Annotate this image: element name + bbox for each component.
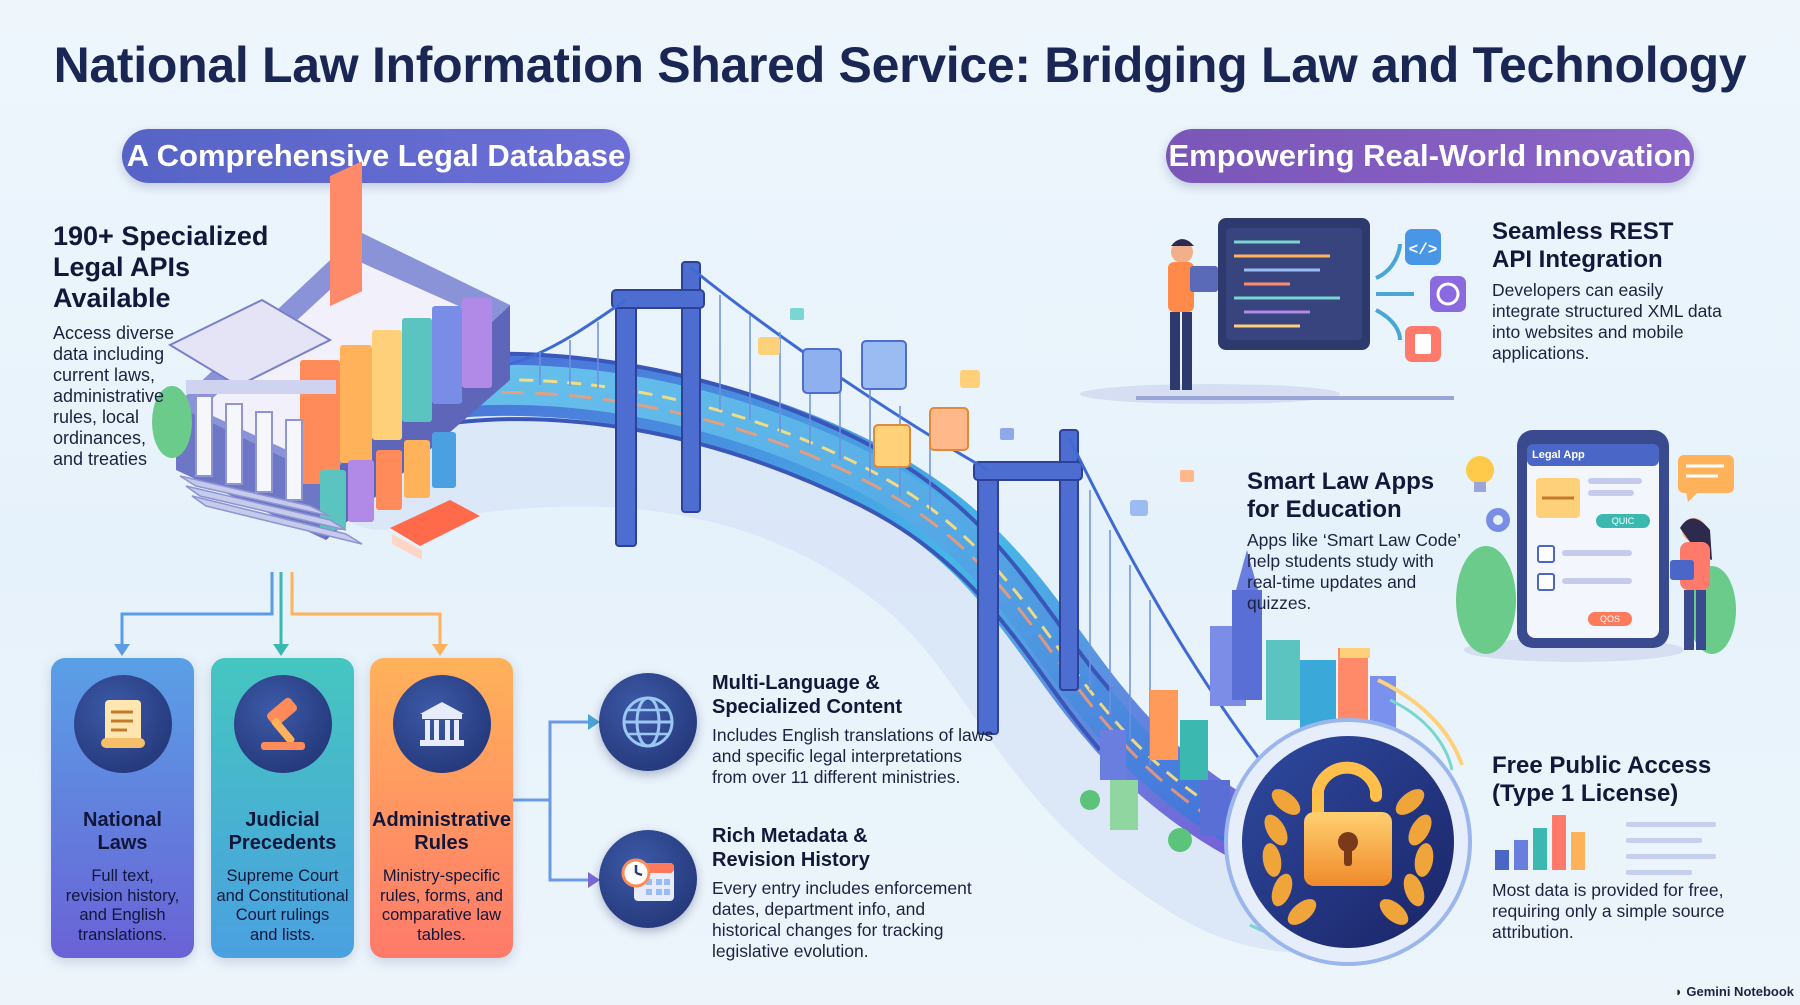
section-pill-database: A Comprehensive Legal Database	[122, 129, 630, 183]
description-line: ordinances,	[53, 428, 147, 448]
feature-body-line: requiring only a simple source	[1492, 901, 1725, 921]
card-title: National Laws	[83, 809, 162, 855]
page-title: National Law Information Shared Service:…	[53, 37, 1747, 93]
card-title-line: National	[83, 809, 162, 831]
card-title-line: Judicial	[245, 809, 320, 831]
gavel-icon	[233, 675, 332, 773]
card-title: Judicial Precedents	[229, 809, 337, 855]
card-body-line: Ministry-specific	[382, 867, 501, 885]
card-body: Full text, revision history, and English…	[62, 867, 183, 945]
left-description: Access diverse data including current la…	[53, 323, 174, 470]
description-line: and treaties	[53, 449, 148, 469]
card-title-line: Laws	[97, 832, 148, 854]
phone-app-label: Legal App	[1532, 449, 1585, 461]
notebook-icon: ◗	[1674, 984, 1687, 999]
card-body-line: comparative law	[381, 906, 502, 924]
feature-title-line: Free Public Access	[1492, 752, 1712, 779]
headline-line: Legal APIs	[53, 252, 191, 282]
scroll-icon	[73, 675, 172, 773]
feature-body-line: Apps like ‘Smart Law Code’	[1247, 530, 1461, 550]
card-body-line: tables.	[417, 925, 466, 944]
card-body-line: and English	[79, 906, 166, 924]
calendar-clock-icon	[599, 830, 697, 928]
feature-title-line: Seamless REST	[1492, 218, 1674, 245]
feature-title-line: Rich Metadata &	[712, 825, 868, 847]
feature-body-line: from over 11 different ministries.	[712, 767, 961, 787]
card-body: Supreme Court and Constitutional Court r…	[212, 867, 352, 945]
card-body-line: and lists.	[249, 925, 316, 944]
section-pill-innovation: Empowering Real-World Innovation	[1166, 129, 1694, 183]
feature-body-line: quizzes.	[1247, 593, 1312, 613]
feature-title-line: Specialized Content	[712, 696, 903, 718]
phone-bottom-button: QOS	[1599, 614, 1620, 624]
feature-body-line: integrate structured XML data	[1492, 301, 1722, 321]
card-administrative-rules: Administrative Rules Ministry-specific r…	[370, 658, 513, 958]
card-title-line: Rules	[414, 832, 469, 854]
government-building-icon	[392, 675, 491, 773]
feature-body-line: legislative evolution.	[712, 941, 869, 961]
feature-title-line: Revision History	[712, 849, 870, 871]
feature-body-line: Every entry includes enforcement	[712, 878, 972, 898]
card-title-line: Precedents	[228, 832, 337, 854]
feature-smart-law-apps: Smart Law Apps for Education Apps like ‘…	[1247, 468, 1461, 614]
feature-rich-metadata: Rich Metadata & Revision History Every e…	[712, 824, 972, 962]
card-title: Administrative Rules	[372, 809, 511, 855]
description-line: current laws,	[53, 365, 156, 385]
globe-icon	[599, 673, 697, 771]
card-body-line: and Constitutional	[216, 886, 349, 905]
feature-title-line: for Education	[1247, 496, 1402, 523]
card-body-line: translations.	[78, 925, 167, 944]
description-line: rules, local	[53, 407, 140, 427]
headline-line: 190+ Specialized	[53, 221, 269, 251]
card-judicial-precedents: Judicial Precedents Supreme Court and Co…	[211, 658, 354, 958]
svg-text:</>: </>	[1409, 241, 1438, 259]
feature-title-line: Smart Law Apps	[1247, 468, 1435, 495]
card-title-line: Administrative	[372, 809, 511, 831]
feature-body-line: dates, department info, and	[712, 899, 926, 919]
description-line: Access diverse	[53, 323, 175, 343]
feature-body-line: real-time updates and	[1247, 572, 1417, 592]
card-national-laws: National Laws Full text, revision histor…	[51, 658, 194, 958]
feature-body-line: Developers can easily	[1492, 280, 1664, 300]
feature-free-public-access-body: Most data is provided for free, requirin…	[1492, 880, 1724, 943]
card-body-line: revision history,	[65, 886, 180, 905]
feature-body-line: help students study with	[1247, 551, 1434, 571]
left-headline: 190+ Specialized Legal APIs Available	[53, 221, 268, 314]
description-line: data including	[53, 344, 165, 364]
footer-watermark: ◗ Gemini Notebook	[1675, 984, 1794, 999]
card-body-line: Supreme Court	[226, 867, 339, 885]
feature-title-line: (Type 1 License)	[1492, 780, 1679, 807]
feature-body-line: and specific legal interpretations	[712, 746, 963, 766]
card-body: Ministry-specific rules, forms, and comp…	[376, 867, 507, 945]
card-body-line: Full text,	[91, 867, 154, 885]
feature-body-line: applications.	[1492, 343, 1590, 363]
phone-quiz-button: QUIC	[1611, 516, 1635, 526]
feature-body-line: historical changes for tracking	[712, 920, 944, 940]
headline-line: Available	[53, 283, 171, 313]
feature-body-line: Most data is provided for free,	[1492, 880, 1724, 900]
feature-multi-language: Multi-Language & Specialized Content Inc…	[712, 671, 993, 788]
description-line: administrative	[53, 386, 165, 406]
feature-body-line: into websites and mobile	[1492, 322, 1684, 342]
feature-free-public-access: Free Public Access (Type 1 License)	[1492, 752, 1711, 808]
card-body-line: rules, forms, and	[380, 886, 503, 905]
card-body-line: Court rulings	[235, 906, 330, 924]
feature-title-line: Multi-Language &	[712, 672, 880, 694]
footer-text: Gemini Notebook	[1686, 984, 1794, 999]
feature-title-line: API Integration	[1492, 246, 1663, 273]
feature-body-line: attribution.	[1492, 922, 1574, 942]
feature-rest-api: Seamless REST API Integration Developers…	[1492, 218, 1722, 364]
feature-body-line: Includes English translations of laws	[712, 725, 994, 745]
